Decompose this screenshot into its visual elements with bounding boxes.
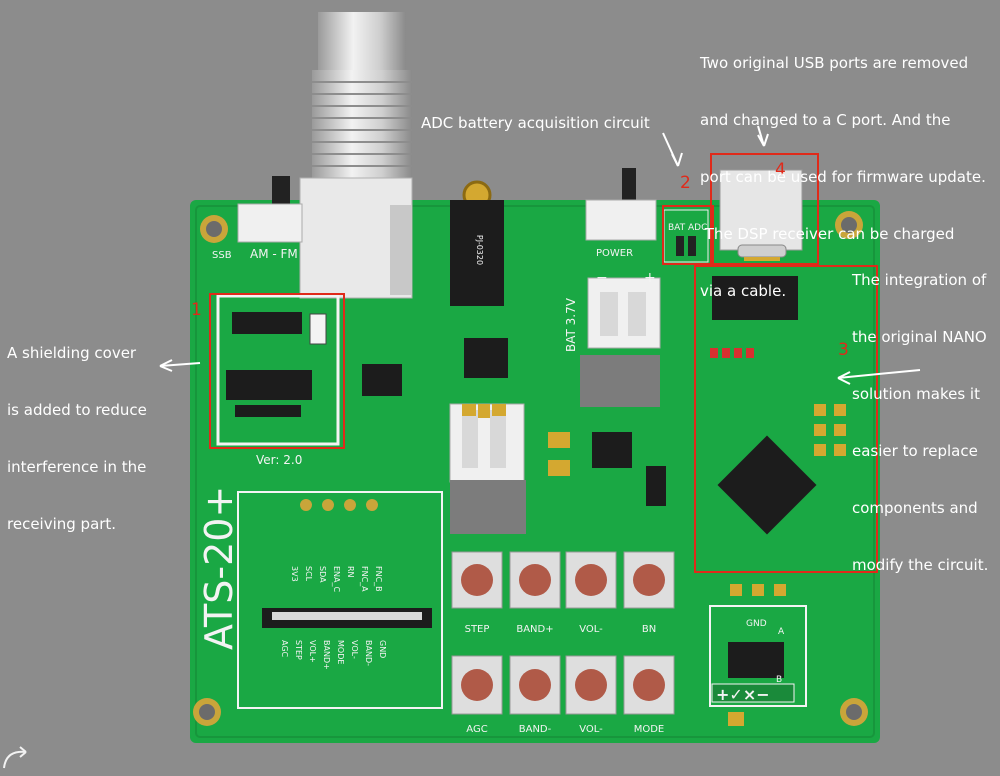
battery-connector: −+ (587, 270, 661, 349)
tactile-buttons (451, 551, 675, 715)
redo-icon[interactable] (0, 744, 40, 771)
pin-labels-top: 3V3 SCL SDA ENA_C RN FNC_A FNC_B (290, 566, 383, 593)
svg-text:STEP: STEP (465, 624, 490, 635)
bat-adc-label: BAT ADC (668, 223, 707, 233)
encoder-symbols: +✓×− (716, 685, 770, 704)
svg-text:VOL-: VOL- (579, 624, 603, 635)
switch-ssb (237, 176, 303, 243)
board-title: ATS-20+ (197, 486, 241, 650)
highlight-boxes (209, 153, 878, 573)
oled-display-area (237, 491, 443, 709)
svg-text:GND: GND (378, 640, 387, 658)
svg-text:BAND+: BAND+ (322, 640, 331, 670)
svg-text:BN: BN (642, 624, 656, 635)
pcb-board (190, 200, 880, 743)
svg-text:MODE: MODE (336, 640, 345, 664)
am-fm-label: AM - FM (250, 247, 298, 261)
svg-text:SCL: SCL (304, 566, 313, 582)
svg-text:PJ-0320: PJ-0320 (475, 235, 484, 265)
atmega-chip (717, 435, 817, 535)
marker-4: 4 (775, 160, 786, 180)
svg-text:VOL-: VOL- (350, 640, 359, 659)
shield-note: A shielding cover is added to reduce int… (7, 344, 147, 533)
svg-text:+: + (644, 270, 656, 286)
bnc-connector (299, 12, 413, 299)
usb-c-port (719, 169, 803, 261)
svg-text:ENA_C: ENA_C (332, 566, 341, 593)
svg-text:SDA: SDA (318, 566, 327, 583)
audio-jack: PJ-0320 (450, 180, 504, 306)
svg-text:VOL-: VOL- (579, 724, 603, 735)
mounting-holes (193, 211, 868, 726)
usb-note: Two original USB ports are removed and c… (700, 54, 986, 300)
svg-text:FNC_A: FNC_A (360, 566, 369, 592)
adc-note: ADC battery acquisition circuit (421, 114, 650, 132)
marker-1: 1 (191, 300, 202, 320)
encoder-a-label: A (778, 627, 785, 637)
svg-text:BAND-: BAND- (364, 640, 373, 666)
switch-power (585, 168, 657, 241)
svg-text:BAND-: BAND- (519, 724, 552, 735)
svg-text:BAND+: BAND+ (516, 624, 553, 635)
svg-text:RN: RN (346, 566, 355, 578)
callout-arrows (159, 125, 921, 385)
nano-note: The integration of the original NANO sol… (852, 271, 989, 574)
encoder-gnd-label: GND (746, 619, 767, 629)
svg-text:FNC_B: FNC_B (374, 566, 383, 592)
version-label: Ver: 2.0 (256, 453, 302, 467)
button-labels-top: STEP BAND+ VOL- BN (465, 624, 657, 635)
svg-text:STEP: STEP (294, 640, 303, 660)
encoder-b-label: B (776, 675, 782, 685)
shield-module (216, 294, 340, 446)
svg-text:3V3: 3V3 (290, 566, 299, 582)
svg-text:AGC: AGC (280, 640, 289, 658)
encoder-footprint (709, 584, 807, 726)
svg-text:VOL+: VOL+ (308, 640, 317, 663)
marker-3: 3 (838, 340, 849, 360)
svg-text:−: − (596, 270, 608, 286)
power-label: POWER (596, 248, 633, 259)
svg-text:AGC: AGC (466, 724, 487, 735)
pin-labels-bottom: AGC STEP VOL+ BAND+ MODE VOL- BAND- GND (280, 640, 387, 670)
ssb-label: SSB (212, 250, 232, 261)
bat-label: BAT 3.7V (564, 297, 578, 352)
marker-2: 2 (680, 173, 691, 193)
svg-text:MODE: MODE (634, 724, 665, 735)
button-labels-bottom: AGC BAND- VOL- MODE (466, 724, 664, 735)
